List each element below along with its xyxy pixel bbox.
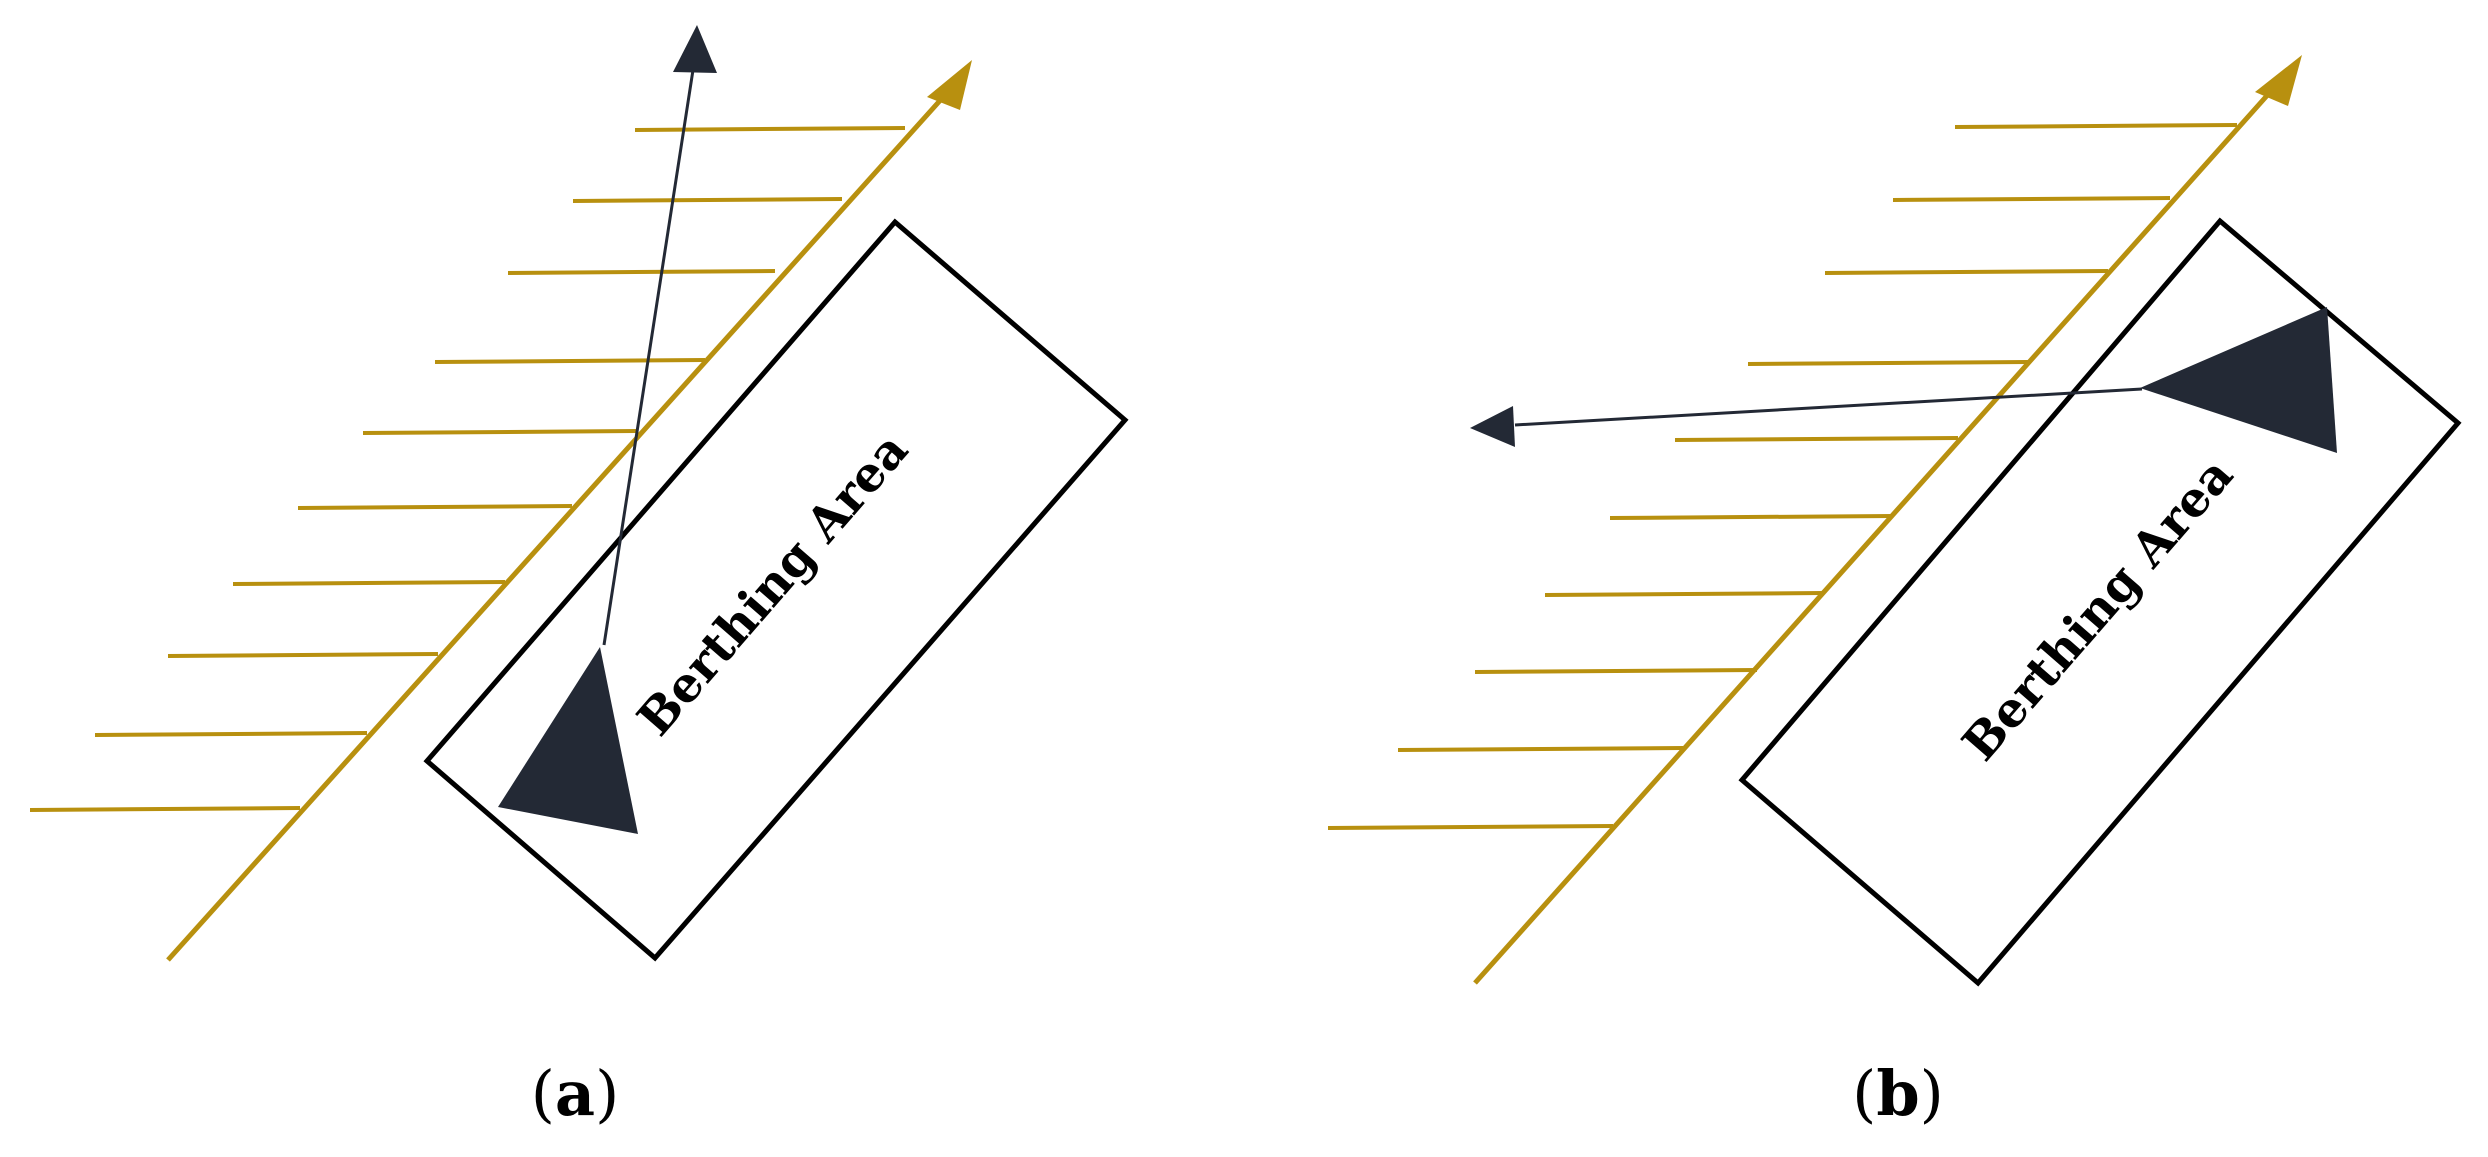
quay-hatch <box>634 126 906 132</box>
quay-hatch <box>1474 668 1758 674</box>
panel-a: Berthing Area (a) <box>29 25 1129 1130</box>
panel-a-quay <box>166 60 972 962</box>
panel-b-ship-heading-line <box>1514 387 2143 427</box>
panel-a-caption: (a) <box>531 1057 620 1130</box>
quay-hatch <box>29 806 301 812</box>
panel-b-ship-icon <box>2140 307 2337 453</box>
quay-hatch <box>232 580 506 586</box>
panel-b-ship-heading-arrowhead <box>1470 406 1515 447</box>
panel-b-berthing-area-box <box>1738 217 2462 987</box>
quay-hatch <box>1954 123 2238 129</box>
panel-a-quay-hatches <box>29 126 906 812</box>
quay-hatch <box>1674 436 1959 442</box>
quay-hatch <box>167 652 439 658</box>
quay-hatch <box>1892 196 2171 202</box>
quay-hatch <box>1747 360 2029 366</box>
quay-hatch <box>1327 824 1614 830</box>
panel-b-caption: (b) <box>1852 1057 1944 1130</box>
quay-hatch <box>362 429 639 435</box>
quay-hatch <box>1544 591 1824 597</box>
panel-a-ship-icon <box>498 647 638 834</box>
panel-a-quay-arrowhead <box>927 60 972 110</box>
panel-a-box-label: Berthing Area <box>627 422 919 746</box>
panel-b-quay-hatches <box>1327 123 2238 830</box>
quay-hatch <box>1609 514 1894 520</box>
quay-hatch <box>297 504 573 510</box>
panel-a-ship-heading-arrowhead <box>673 25 717 73</box>
panel-b-quay-arrowhead <box>2255 55 2302 106</box>
quay-hatch <box>507 269 776 275</box>
panel-a-quay-line <box>166 93 947 962</box>
quay-hatch <box>94 731 368 737</box>
quay-hatch <box>572 197 843 203</box>
panel-a-ship-heading-line <box>602 69 695 646</box>
panel-b-quay-line <box>1473 88 2274 985</box>
quay-hatch <box>434 358 706 364</box>
quay-hatch <box>1397 746 1684 752</box>
panel-b-quay <box>1473 55 2302 985</box>
panel-b: Berthing Area (b) <box>1327 55 2462 1130</box>
quay-hatch <box>1824 269 2109 275</box>
panel-a-berthing-area-box <box>423 218 1129 962</box>
